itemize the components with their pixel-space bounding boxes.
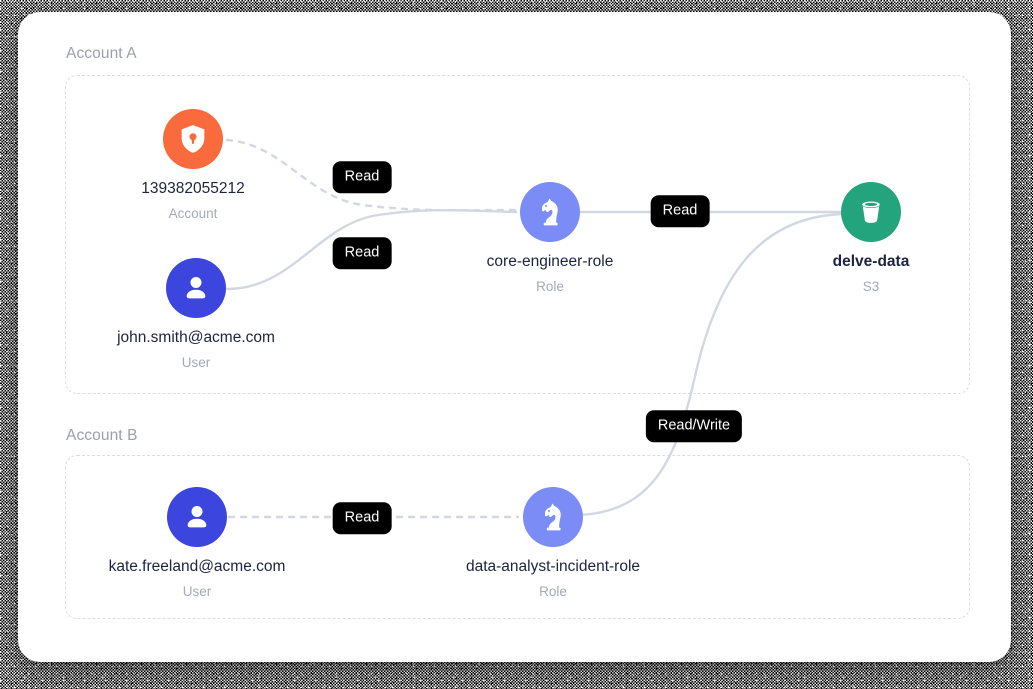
shield-lock-icon bbox=[181, 125, 205, 153]
group-label-account-a: Account A bbox=[66, 45, 137, 62]
edge-label-analyst-role-to-bucket[interactable]: Read/Write bbox=[645, 410, 743, 442]
account-container-a bbox=[65, 75, 970, 394]
user-icon bbox=[186, 276, 206, 299]
account-container-b bbox=[65, 455, 970, 619]
node-title: data-analyst-incident-role bbox=[465, 558, 641, 575]
node-subtitle: Role bbox=[536, 278, 564, 294]
node-subtitle: User bbox=[181, 354, 211, 370]
node-title: core-engineer-role bbox=[486, 253, 614, 270]
node-account-139382055212[interactable]: 139382055212 Account bbox=[63, 109, 323, 222]
edge-label-john-to-core-role[interactable]: Read bbox=[332, 237, 392, 269]
chess-knight-icon-wrap bbox=[520, 182, 580, 242]
node-title: kate.freeland@acme.com bbox=[108, 558, 286, 575]
user-icon-wrap bbox=[167, 487, 227, 547]
user-icon-wrap bbox=[166, 258, 226, 318]
chess-knight-icon-wrap bbox=[523, 487, 583, 547]
node-title: 139382055212 bbox=[141, 180, 245, 197]
user-icon bbox=[187, 505, 207, 528]
shield-lock-icon-wrap bbox=[163, 109, 223, 169]
graph-card: Account A Account B 139382055212 Account bbox=[18, 12, 1011, 662]
edge-label-account-to-core-role[interactable]: Read bbox=[332, 161, 392, 193]
group-label-account-b: Account B bbox=[66, 427, 138, 444]
node-subtitle: Account bbox=[168, 205, 218, 221]
node-title: delve-data bbox=[832, 253, 910, 270]
node-bucket-delve-data[interactable]: delve-data S3 bbox=[741, 182, 1001, 295]
edge-label-kate-to-analyst-role[interactable]: Read bbox=[332, 502, 392, 534]
edge-label-core-role-to-bucket[interactable]: Read bbox=[650, 195, 710, 227]
chess-knight-icon bbox=[542, 198, 558, 226]
node-title: john.smith@acme.com bbox=[117, 329, 275, 346]
bucket-icon-wrap bbox=[841, 182, 901, 242]
node-user-john-smith[interactable]: john.smith@acme.com User bbox=[66, 258, 326, 371]
node-role-data-analyst-incident[interactable]: data-analyst-incident-role Role bbox=[423, 487, 683, 600]
node-role-core-engineer[interactable]: core-engineer-role Role bbox=[420, 182, 680, 295]
node-subtitle: S3 bbox=[862, 278, 880, 294]
chess-knight-icon bbox=[545, 503, 561, 531]
node-subtitle: User bbox=[182, 583, 212, 599]
node-subtitle: Role bbox=[539, 583, 567, 599]
bucket-icon bbox=[862, 201, 880, 223]
node-user-kate-freeland[interactable]: kate.freeland@acme.com User bbox=[67, 487, 327, 600]
